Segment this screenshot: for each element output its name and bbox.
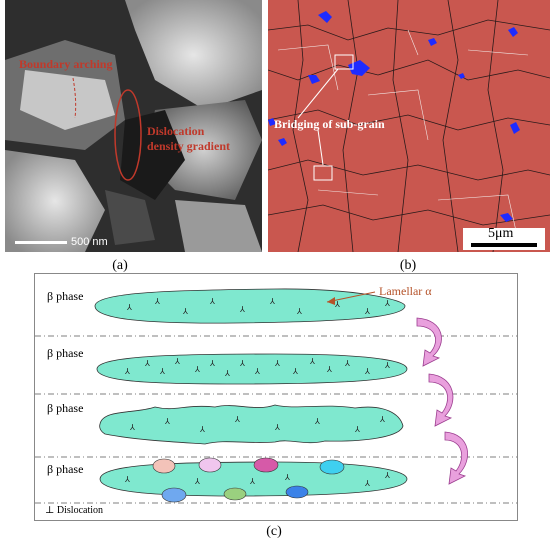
svg-text:⅄: ⅄ (344, 359, 350, 368)
svg-text:⅄: ⅄ (194, 365, 200, 374)
svg-text:⅄: ⅄ (334, 300, 340, 309)
scale-text-b: 5μm (488, 226, 514, 241)
schematic-drawing: ⅄ ⅄ ⅄ ⅄ ⅄ ⅄ ⅄ ⅄ ⅄ ⅄ ⅄ ⅄ ⅄ ⅄ ⅄ ⅄ ⅄ ⅄ ⅄ ⅄ ⅄ ⅄ ⅄ ⅄ ⅄ ⅄ ⅄ ⅄ ⅄ ⅄ ⅄ ⅄… (35, 288, 517, 504)
svg-text:⅄: ⅄ (194, 477, 200, 486)
svg-text:⅄: ⅄ (199, 425, 205, 434)
arrow-1 (416, 317, 442, 367)
svg-text:⅄: ⅄ (364, 367, 370, 376)
scale-bar-a (15, 241, 67, 244)
svg-text:⅄: ⅄ (384, 361, 390, 370)
lamella-3 (99, 404, 404, 445)
svg-text:⅄: ⅄ (164, 417, 170, 426)
svg-text:⅄: ⅄ (326, 365, 332, 374)
svg-text:⅄: ⅄ (124, 475, 130, 484)
svg-text:⅄: ⅄ (129, 423, 135, 432)
phase-label-1: β phase (47, 289, 84, 303)
dislocation-label-line2: density gradient (147, 139, 231, 153)
bridging-label: Bridging of sub-grain (274, 117, 385, 131)
svg-text:⅄: ⅄ (292, 367, 298, 376)
scale-bar-b (471, 243, 537, 247)
svg-text:⅄: ⅄ (239, 359, 245, 368)
svg-text:⅄: ⅄ (239, 305, 245, 314)
tem-micrograph: Boundary arching Dislocation density gra… (5, 0, 262, 252)
scale-text-a: 500 nm (71, 236, 108, 248)
svg-text:⅄: ⅄ (209, 359, 215, 368)
arrow-2 (428, 373, 454, 427)
lamella-2 (96, 353, 408, 385)
panel-a-label: (a) (112, 258, 128, 273)
svg-text:⅄: ⅄ (384, 471, 390, 480)
phase-label-2: β phase (47, 346, 84, 360)
svg-text:⅄: ⅄ (174, 357, 180, 366)
svg-text:⅄: ⅄ (364, 307, 370, 316)
panel-b-label: (b) (399, 258, 417, 273)
panel-c-label: (c) (266, 524, 282, 539)
svg-text:⅄: ⅄ (284, 473, 290, 482)
dislocation-ellipse (114, 89, 142, 181)
phase-label-3: β phase (47, 401, 84, 415)
svg-text:⅄: ⅄ (209, 297, 215, 306)
dislocation-label-line1: Dislocation (147, 124, 205, 138)
ebsd-map: Bridging of sub-grain 5μm (268, 0, 550, 252)
highlight-box-1 (334, 54, 354, 70)
svg-text:⅄: ⅄ (296, 307, 302, 316)
svg-text:⅄: ⅄ (126, 303, 132, 312)
svg-text:⅄: ⅄ (274, 359, 280, 368)
svg-text:⅄: ⅄ (234, 415, 240, 424)
svg-text:⅄: ⅄ (314, 417, 320, 426)
svg-text:⅄: ⅄ (224, 369, 230, 378)
svg-text:⅄: ⅄ (309, 357, 315, 366)
boundary-arching-label: Boundary arching (19, 57, 113, 71)
lamellar-alpha-label: Lamellar α (379, 284, 432, 298)
svg-text:⅄: ⅄ (269, 297, 275, 306)
svg-text:⅄: ⅄ (274, 423, 280, 432)
svg-text:⅄: ⅄ (154, 297, 160, 306)
ebsd-image (268, 0, 550, 252)
svg-text:⅄: ⅄ (254, 367, 260, 376)
svg-text:⅄: ⅄ (144, 359, 150, 368)
svg-text:⅄: ⅄ (159, 367, 165, 376)
tem-image (5, 0, 262, 252)
highlight-box-2 (313, 165, 333, 181)
svg-text:⅄: ⅄ (379, 415, 385, 424)
phase-label-4: β phase (47, 462, 84, 476)
svg-text:⅄: ⅄ (364, 479, 370, 488)
svg-text:⅄: ⅄ (384, 299, 390, 308)
svg-text:⅄: ⅄ (354, 425, 360, 434)
svg-text:⅄: ⅄ (124, 367, 130, 376)
svg-text:⅄: ⅄ (249, 477, 255, 486)
boundary-marker (72, 77, 77, 119)
dislocation-label: Dislocation density gradient (147, 124, 230, 154)
arrow-3 (444, 431, 468, 485)
lamella-1 (94, 288, 406, 324)
dislocation-legend: ⊥ Dislocation (45, 505, 104, 516)
schematic-panel: ⅄ ⅄ ⅄ ⅄ ⅄ ⅄ ⅄ ⅄ ⅄ ⅄ ⅄ ⅄ ⅄ ⅄ ⅄ ⅄ ⅄ ⅄ ⅄ ⅄ ⅄ ⅄ ⅄ ⅄ ⅄ ⅄ ⅄ ⅄ ⅄ ⅄ ⅄ ⅄… (34, 273, 518, 521)
svg-text:⅄: ⅄ (182, 307, 188, 316)
